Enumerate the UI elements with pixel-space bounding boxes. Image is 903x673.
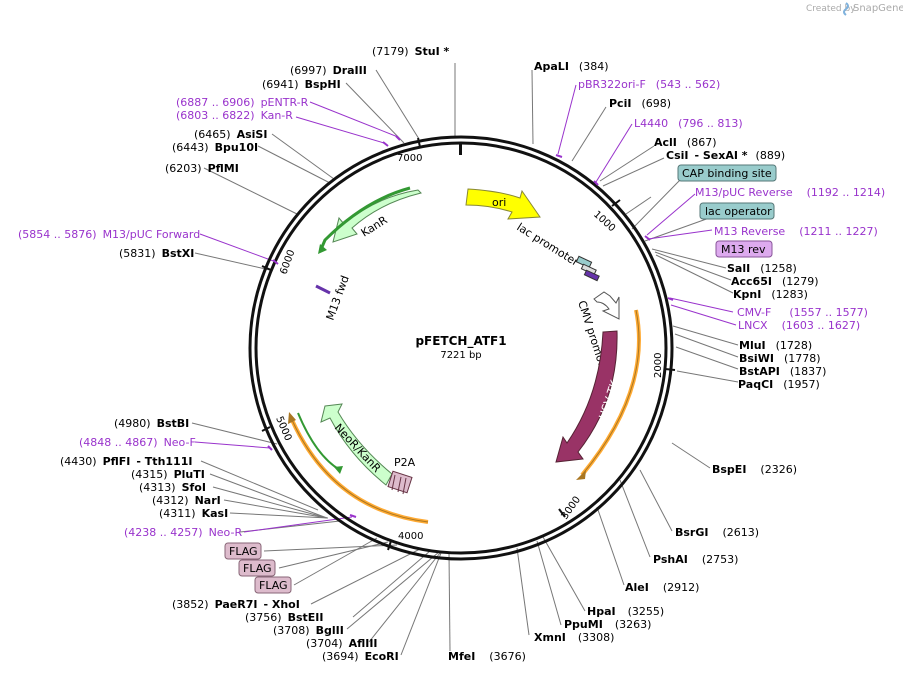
site-csii: CsiI- SexAI *(889) [666, 149, 785, 162]
primer-pentr-r: (6887 .. 6906)pENTR-R [176, 96, 309, 109]
site-pshai: PshAI(2753) [653, 553, 738, 566]
site-hpai: HpaI(3255) [587, 605, 664, 618]
tick-4000: 4000 [398, 531, 423, 542]
primer-kan-r: (6803 .. 6822)Kan-R [176, 109, 293, 122]
site-pflmi: (6203)PflMI [165, 162, 239, 175]
feature-ori: ori [465, 188, 541, 220]
leader-lines [191, 63, 739, 656]
primer-cmv-f: CMV-F(1557 .. 1577) [737, 306, 868, 319]
site-alei: AleI(2912) [625, 581, 699, 594]
orange-arc-left [288, 412, 429, 524]
site-sali: SalI(1258) [727, 262, 797, 275]
site-stui: (7179)StuI * [372, 45, 450, 58]
tick-6000: 6000 [278, 248, 297, 276]
site-afliii: (3704)AflIII [306, 637, 378, 650]
site-acc65i: Acc65I(1279) [731, 275, 819, 288]
primer-leader-lines [194, 84, 737, 533]
feature-p2a: P2A [387, 456, 416, 495]
flag-box-2: FLAG [238, 559, 276, 577]
primer-lncx: LNCX(1603 .. 1627) [738, 319, 860, 332]
credit-brand: SnapGene [853, 3, 903, 14]
site-mlui: MluI(1728) [739, 339, 812, 352]
flag-box-3: FLAG [254, 576, 292, 594]
credit-prefix: Created by [806, 4, 856, 14]
m13-fwd-label: M13 fwd [324, 274, 352, 322]
primer-neo-f: (4848 .. 4867)Neo-F [79, 436, 196, 449]
lac-operator-box: lac operator [699, 202, 775, 220]
site-bstxi: (5831)BstXI [119, 247, 194, 260]
orange-arc-right [576, 309, 641, 480]
feature-kanr: KanR [318, 186, 422, 254]
ori-label: ori [492, 196, 506, 209]
site-paqci: PaqCI(1957) [738, 378, 820, 391]
lac-promoter-mark [575, 255, 600, 282]
site-kasi: (4311)KasI [159, 507, 228, 520]
site-bsteii: (3756)BstEII [245, 611, 323, 624]
site-pluti: (4315)PluTI [131, 468, 205, 481]
plasmid-size: 7221 bp [440, 350, 481, 361]
site-pcii: PciI(698) [609, 97, 671, 110]
primer-l4440: L4440(796 .. 813) [634, 117, 743, 130]
tick-7000: 7000 [397, 153, 422, 164]
tick-3000: 3000 [559, 495, 583, 522]
site-pflfi: (4430)PflFI- Tth111I [60, 455, 192, 468]
m13-fwd-mark: M13 fwd [315, 274, 352, 322]
lac-operator-label: lac operator [705, 205, 772, 218]
ticks [261, 137, 676, 551]
cap-binding-site-box: CAP binding site [677, 164, 777, 182]
flag-box-1: FLAG [224, 542, 262, 560]
site-bstapi: BstAPI(1837) [739, 365, 826, 378]
site-bsiwi: BsiWI(1778) [739, 352, 821, 365]
site-paer7i: (3852)PaeR7I- XhoI [172, 598, 300, 611]
site-bsphi: (6941)BspHI [262, 78, 341, 91]
primer-neo-r: (4238 .. 4257)Neo-R [124, 526, 242, 539]
m13-rev-label: M13 rev [721, 243, 766, 256]
site-acli: AclI(867) [654, 136, 717, 149]
site-bsrgi: BsrGI(2613) [675, 526, 759, 539]
flag-label-3: FLAG [259, 579, 288, 592]
primer-pbr322ori-f: pBR322ori-F(543 .. 562) [578, 78, 720, 91]
lac-promoter-label: lac promoter [514, 221, 581, 270]
p2a-label: P2A [394, 456, 416, 469]
snapgene-logo-icon [843, 2, 849, 16]
primer-m13puc-reverse: M13/pUC Reverse(1192 .. 1214) [695, 186, 885, 199]
site-bglii: (3708)BglII [273, 624, 344, 637]
site-kpni: KpnI(1283) [733, 288, 808, 301]
site-bspei: BspEI(2326) [712, 463, 797, 476]
primer-marks [267, 135, 674, 518]
site-nari: (4312)NarI [152, 494, 221, 507]
site-xmni: XmnI(3308) [534, 631, 614, 644]
primer-m13-reverse: M13 Reverse(1211 .. 1227) [714, 225, 878, 238]
feature-neor-kanr: NeoR/KanR [297, 403, 393, 486]
flag-label-2: FLAG [243, 562, 272, 575]
site-asisi: (6465)AsiSI [194, 128, 267, 141]
primer-m13puc-forward: (5854 .. 5876)M13/pUC Forward [18, 228, 200, 241]
flag-label-1: FLAG [229, 545, 258, 558]
site-bpu10i: (6443)Bpu10I [172, 141, 258, 154]
site-bstbi: (4980)BstBI [114, 417, 189, 430]
site-sfoi: (4313)SfoI [139, 481, 206, 494]
m13-rev-box: M13 rev [715, 240, 773, 258]
site-ppumi: PpuMI(3263) [564, 618, 651, 631]
feature-hsv-tk: HSV TK [555, 330, 622, 463]
site-mfei: MfeI(3676) [448, 650, 526, 663]
cap-binding-site-label: CAP binding site [682, 167, 772, 180]
site-ecori: (3694)EcoRI [322, 650, 399, 663]
plasmid-backbone [248, 135, 674, 561]
site-apali: ApaLI(384) [534, 60, 609, 73]
tick-2000: 2000 [653, 353, 664, 378]
plasmid-name: pFETCH_ATF1 [415, 334, 506, 349]
site-draiii: (6997)DraIII [290, 64, 367, 77]
